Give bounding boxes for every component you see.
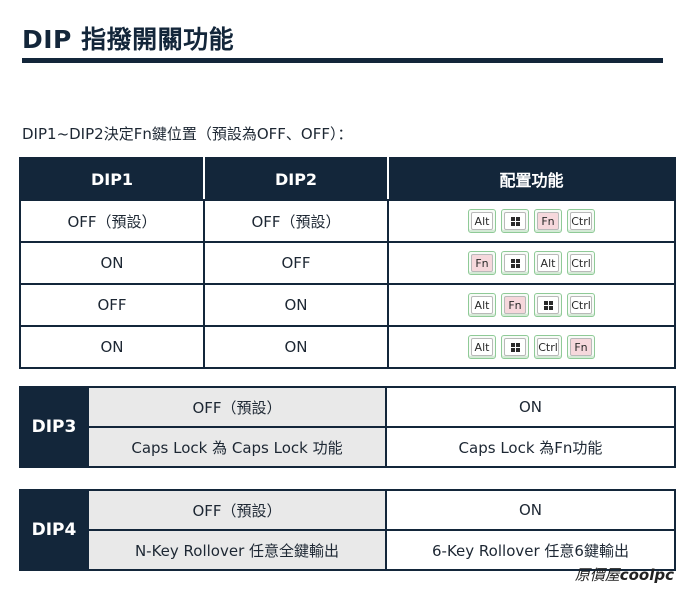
key-label: Ctrl xyxy=(570,212,592,230)
dip3-off-header: OFF（預設） xyxy=(87,386,387,428)
dip3-label: DIP3 xyxy=(19,386,89,468)
dip2-value: ON xyxy=(203,283,389,327)
dip2-value: OFF（預設） xyxy=(203,199,389,243)
key-label: Alt xyxy=(471,212,493,230)
windows-logo-icon xyxy=(504,338,526,356)
watermark-brand: coolpc xyxy=(619,566,674,584)
key-layout-group: Alt Ctrl Fn xyxy=(468,335,595,359)
key-label: Alt xyxy=(537,254,559,272)
windows-logo-icon xyxy=(537,296,559,314)
windows-logo-grid xyxy=(543,300,553,310)
dip3-on-header: ON xyxy=(385,386,676,428)
key-layout-group: Alt Fn Ctrl xyxy=(468,293,595,317)
dip1-value: ON xyxy=(19,241,205,285)
fn-key: Fn xyxy=(468,251,496,275)
key-layout: Alt Ctrl Fn xyxy=(387,325,676,369)
windows-logo-grid xyxy=(510,342,520,352)
windows-logo-grid xyxy=(510,216,520,226)
dip4-off-header: OFF（預設） xyxy=(87,489,387,531)
key-label: Alt xyxy=(471,338,493,356)
key-layout-group: Alt Fn Ctrl xyxy=(468,209,595,233)
windows-key-icon xyxy=(501,335,529,359)
key-label: Fn xyxy=(570,338,592,356)
windows-key-icon xyxy=(501,209,529,233)
watermark: 原價屋coolpc xyxy=(575,564,674,585)
ctrl-key: Ctrl xyxy=(567,293,595,317)
key-label: Alt xyxy=(471,296,493,314)
key-layout: Alt Fn Ctrl xyxy=(387,199,676,243)
dip4-table: DIP4 OFF（預設） ON N-Key Rollover 任意全鍵輸出 6-… xyxy=(19,489,676,571)
key-layout: Alt Fn Ctrl xyxy=(387,283,676,327)
dip2-value: OFF xyxy=(203,241,389,285)
key-label: Ctrl xyxy=(570,296,592,314)
dip2-value: ON xyxy=(203,325,389,369)
dip1-value: OFF（預設） xyxy=(19,199,205,243)
dip3-off-description: Caps Lock 為 Caps Lock 功能 xyxy=(87,426,387,468)
header-dip2: DIP2 xyxy=(203,157,389,201)
key-label: Fn xyxy=(471,254,493,272)
alt-key: Alt xyxy=(468,209,496,233)
fn-key: Fn xyxy=(567,335,595,359)
table-header-row: DIP1 DIP2 配置功能 xyxy=(19,157,676,201)
header-layout: 配置功能 xyxy=(387,157,676,201)
key-label: Fn xyxy=(504,296,526,314)
fn-key: Fn xyxy=(501,293,529,317)
header-dip1: DIP1 xyxy=(19,157,205,201)
alt-key: Alt xyxy=(468,335,496,359)
ctrl-key: Ctrl xyxy=(567,209,595,233)
dip12-description: DIP1~DIP2決定Fn鍵位置（預設為OFF、OFF）： xyxy=(22,125,353,143)
dip4-off-description: N-Key Rollover 任意全鍵輸出 xyxy=(87,529,387,571)
page-title: DIP 指撥開關功能 xyxy=(22,25,235,54)
dip4-on-description: 6-Key Rollover 任意6鍵輸出 xyxy=(385,529,676,571)
key-label: Ctrl xyxy=(570,254,592,272)
dip1-value: ON xyxy=(19,325,205,369)
dip3-table: DIP3 OFF（預設） ON Caps Lock 為 Caps Lock 功能… xyxy=(19,386,676,468)
key-label: Ctrl xyxy=(537,338,559,356)
ctrl-key: Ctrl xyxy=(567,251,595,275)
fn-key: Fn xyxy=(534,209,562,233)
windows-key-icon xyxy=(534,293,562,317)
dip4-on-header: ON xyxy=(385,489,676,531)
key-label: Fn xyxy=(537,212,559,230)
alt-key: Alt xyxy=(534,251,562,275)
alt-key: Alt xyxy=(468,293,496,317)
dip1-value: OFF xyxy=(19,283,205,327)
key-layout: Fn Alt Ctrl xyxy=(387,241,676,285)
windows-key-icon xyxy=(501,251,529,275)
windows-logo-icon xyxy=(504,212,526,230)
title-underline xyxy=(22,58,663,63)
ctrl-key: Ctrl xyxy=(534,335,562,359)
table-row: OFF（預設）OFF（預設） Alt Fn Ctrl xyxy=(19,199,676,243)
windows-logo-grid xyxy=(510,258,520,268)
windows-logo-icon xyxy=(504,254,526,272)
dip3-on-description: Caps Lock 為Fn功能 xyxy=(385,426,676,468)
watermark-prefix: 原價屋 xyxy=(574,566,620,584)
key-layout-group: Fn Alt Ctrl xyxy=(468,251,595,275)
dip4-label: DIP4 xyxy=(19,489,89,571)
